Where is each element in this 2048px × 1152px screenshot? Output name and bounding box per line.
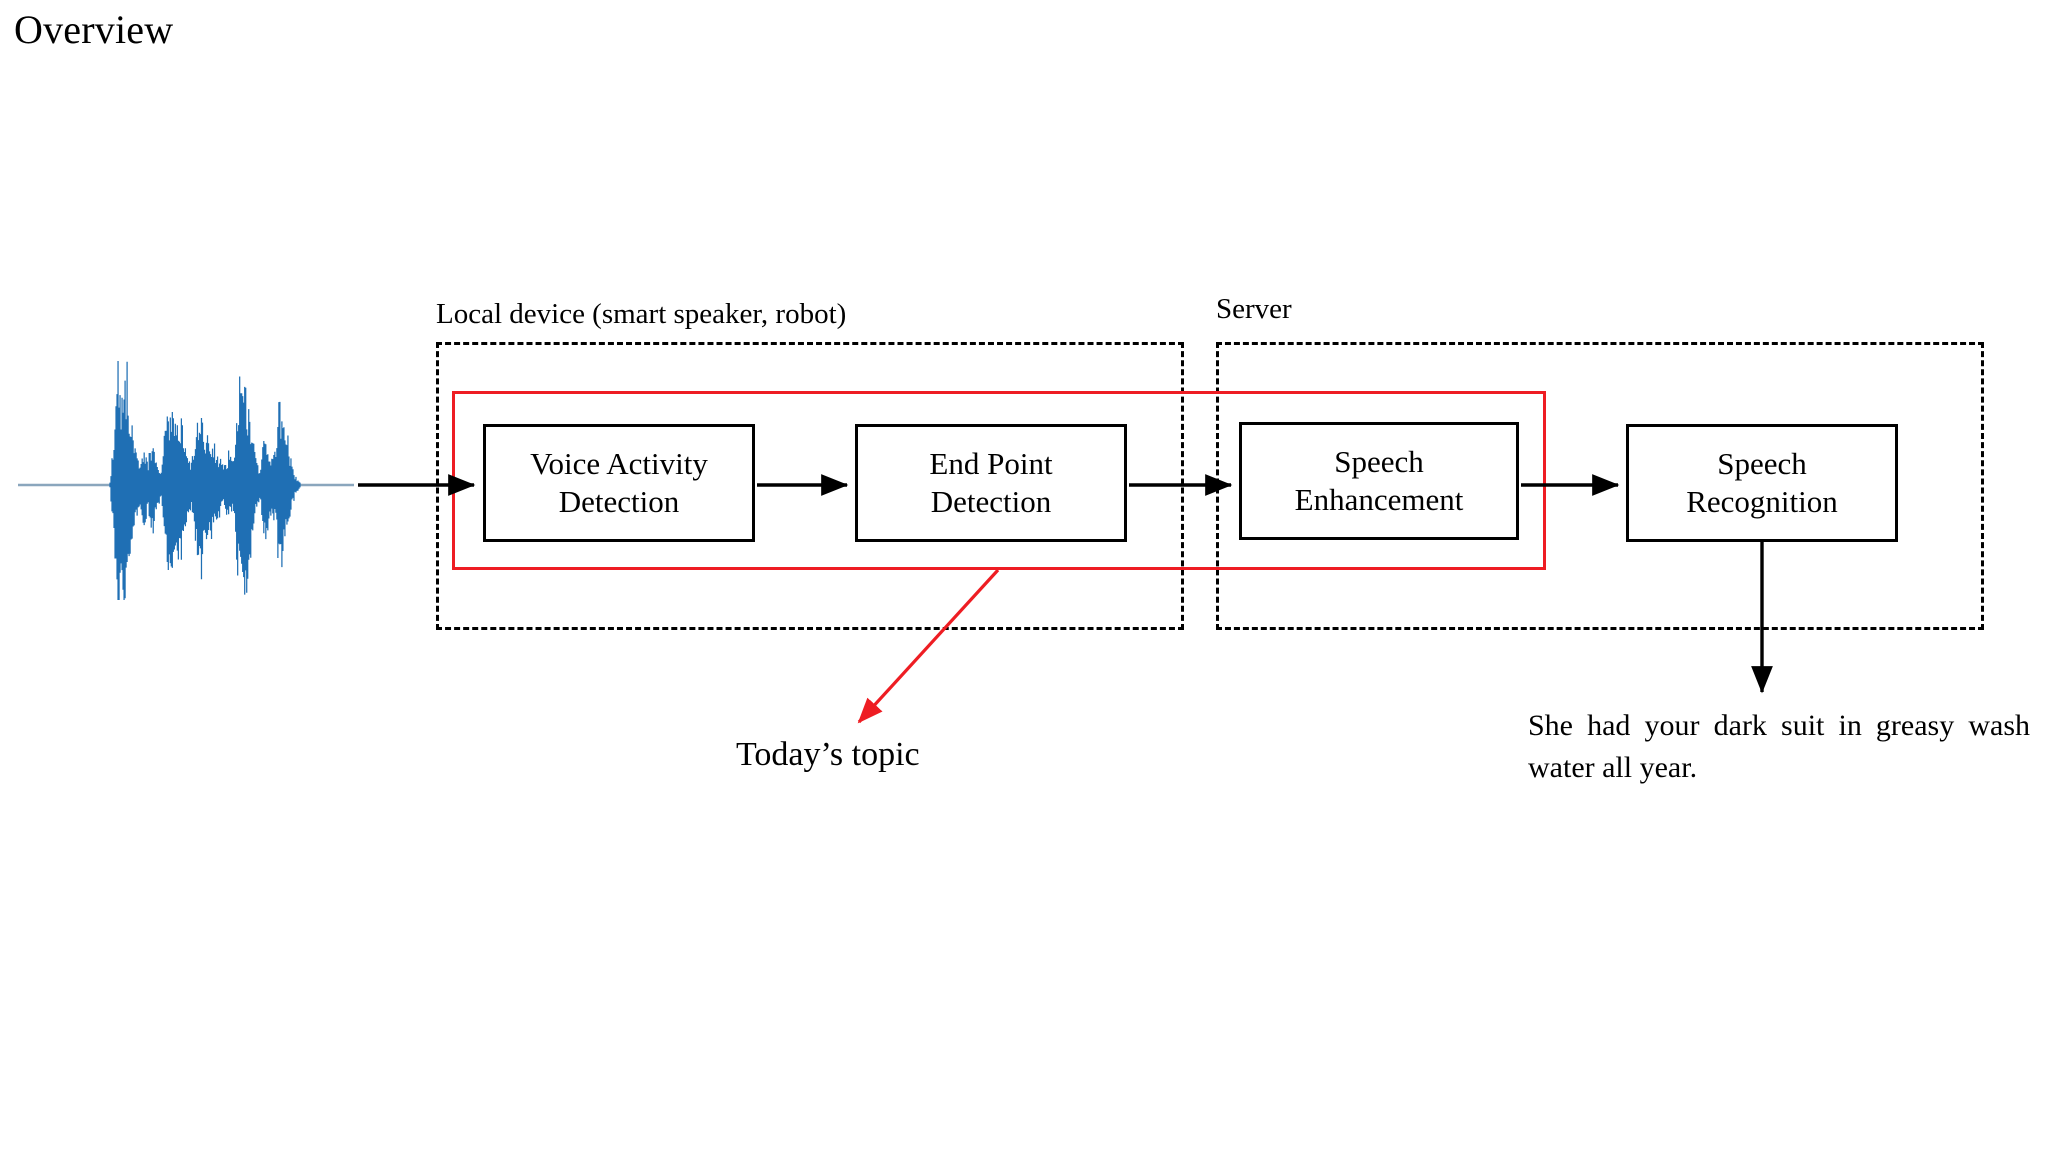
- input-speech-waveform: [10, 300, 360, 600]
- process-box-vad-line1: Voice Activity: [530, 446, 708, 481]
- group-label-local-device: Local device (smart speaker, robot): [436, 298, 847, 330]
- waveform-bars: [109, 361, 301, 600]
- waveform-path: [109, 361, 301, 600]
- page-title: Overview: [14, 7, 174, 52]
- process-box-se-line1: Speech: [1334, 444, 1424, 479]
- process-box-epd-line1: End Point: [929, 446, 1053, 481]
- asr-transcript-text: She had your dark suit in greasy wash wa…: [1528, 709, 2030, 784]
- process-box-speech-enhancement[interactable]: Speech Enhancement: [1239, 422, 1519, 540]
- process-box-se-line2: Enhancement: [1294, 482, 1464, 517]
- process-box-end-point-detection[interactable]: End Point Detection: [855, 424, 1127, 542]
- todays-topic-label: Today’s topic: [736, 736, 920, 773]
- process-box-vad-line2: Detection: [558, 484, 680, 519]
- process-box-voice-activity-detection[interactable]: Voice Activity Detection: [483, 424, 755, 542]
- process-box-sr-line2: Recognition: [1686, 484, 1838, 519]
- process-box-sr-line1: Speech: [1717, 446, 1807, 481]
- waveform-svg: [18, 361, 354, 600]
- process-box-speech-recognition[interactable]: Speech Recognition: [1626, 424, 1898, 542]
- group-label-server: Server: [1216, 293, 1292, 325]
- process-box-epd-line2: Detection: [930, 484, 1052, 519]
